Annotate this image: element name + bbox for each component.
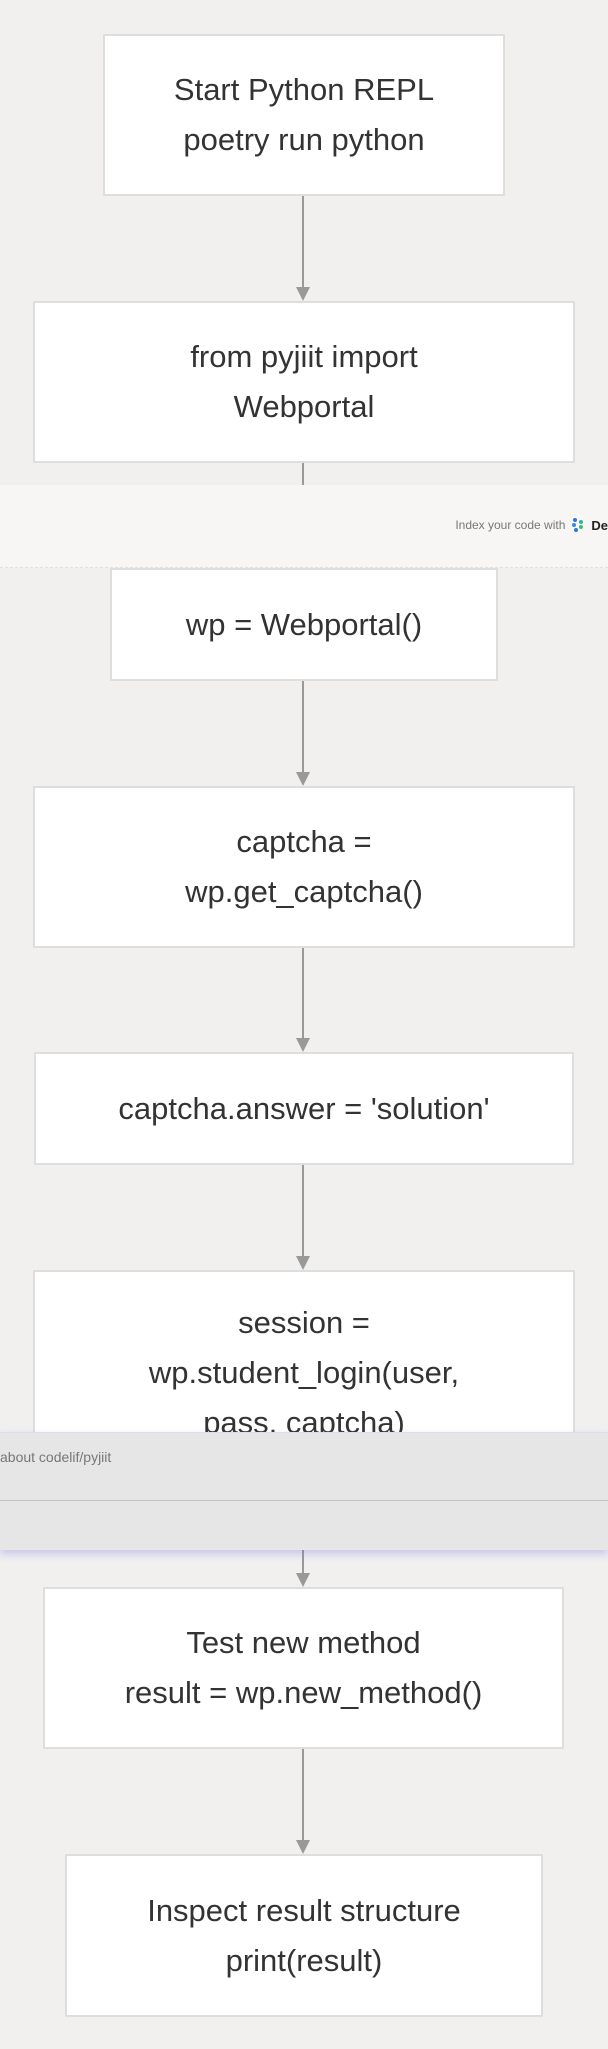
arrowhead-icon	[296, 1038, 310, 1052]
node-line: Test new method	[186, 1625, 421, 1660]
node-line: from pyjiit import	[190, 339, 418, 374]
node-line: print(result)	[225, 1942, 383, 1978]
node-line: wp.get_captcha()	[185, 874, 423, 909]
node-webportal: wp = Webportal()	[110, 568, 498, 681]
node-line: result = wp.new_method()	[124, 1675, 483, 1710]
arrowhead-icon	[296, 287, 310, 301]
node-line: Inspect result structure	[147, 1892, 461, 1928]
arrowhead-icon	[296, 1840, 310, 1854]
edge-5-6	[302, 1165, 304, 1257]
node-import: from pyjiit import Webportal	[33, 301, 575, 463]
edge-4-5	[302, 948, 304, 1039]
arrowhead-icon	[296, 772, 310, 786]
chat-overlay: about codelif/pyjiit	[0, 1432, 608, 1550]
edge-1-2	[302, 196, 304, 288]
edge-6-7	[302, 1540, 304, 1574]
node-line: session =	[238, 1305, 370, 1340]
node-start-repl: Start Python REPL poetry run python	[103, 34, 505, 196]
node-line: captcha =	[236, 824, 372, 859]
node-captcha-answer: captcha.answer = 'solution'	[34, 1052, 574, 1165]
node-inspect-result: Inspect result structure print(result)	[65, 1854, 543, 2017]
node-test-method: Test new method result = wp.new_method()	[43, 1587, 564, 1749]
index-banner: Index your code with De	[0, 485, 608, 568]
node-get-captcha: captcha = wp.get_captcha()	[33, 786, 575, 948]
banner-text: Index your code with	[455, 518, 566, 532]
brand-name: De	[591, 517, 608, 533]
overlay-prompt[interactable]: about codelif/pyjiit	[0, 1449, 112, 1465]
edge-7-8	[302, 1749, 304, 1841]
index-link[interactable]: Index your code with De	[455, 517, 608, 533]
node-line: wp = Webportal()	[185, 606, 423, 642]
node-line: poetry run python	[183, 122, 425, 157]
node-line: wp.student_login(user,	[148, 1355, 460, 1390]
node-line: Start Python REPL	[173, 72, 435, 107]
arrowhead-icon	[296, 1573, 310, 1587]
deepwiki-logo-icon	[572, 518, 584, 532]
node-line: Webportal	[233, 389, 375, 424]
edge-3-4	[302, 681, 304, 773]
arrowhead-icon	[296, 1256, 310, 1270]
overlay-divider	[0, 1500, 608, 1501]
node-line: captcha.answer = 'solution'	[118, 1090, 490, 1126]
